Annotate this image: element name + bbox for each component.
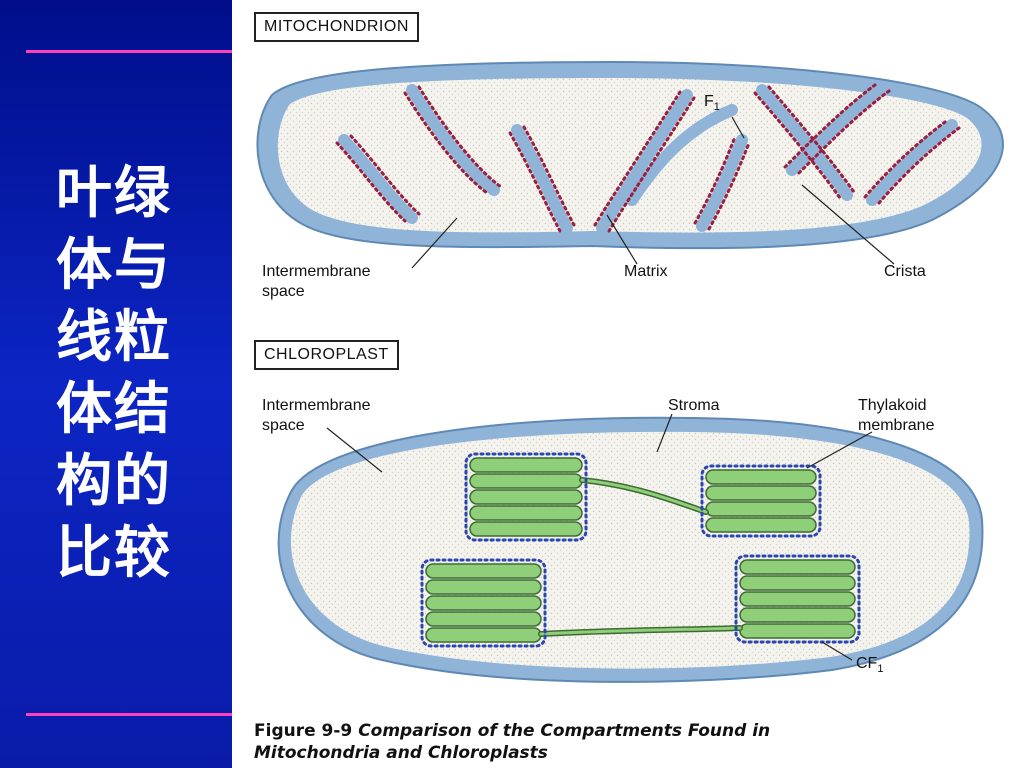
crista-9: [866, 119, 958, 206]
figure-number: Figure 9-9: [254, 721, 353, 741]
f1-label-subscript: 1: [713, 101, 720, 114]
slide-title: 叶绿体与线粒体结构的比较: [56, 161, 172, 586]
mitochondrion-diagram: [256, 60, 1004, 269]
chloroplast-diagram: [277, 413, 984, 683]
stroma-lamellae-fill: [539, 478, 742, 636]
cf1-label: CF1: [856, 654, 883, 679]
figure-area: MITOCHONDRION F1 Intermembrane space Mat…: [232, 0, 1024, 768]
cf1-particles: [420, 452, 861, 648]
matrix-label: Matrix: [624, 263, 668, 280]
crista-7: [756, 84, 853, 201]
figure-caption: Figure 9-9 Comparison of the Compartment…: [254, 720, 1014, 764]
crista-2: [406, 84, 500, 196]
stroma-label: Stroma: [668, 397, 720, 414]
f1-label-text: F: [704, 93, 714, 110]
side-panel: [0, 0, 232, 768]
granum-bottom-right: [739, 559, 856, 639]
mito-cristae: [338, 82, 958, 234]
granum-top-right: [705, 469, 817, 533]
bottom-accent-rule: [26, 713, 232, 716]
crista-1: [338, 134, 418, 224]
chloro-intermembrane-label: Intermembrane space: [262, 397, 371, 434]
caption-line-2: Mitochondria and Chloroplasts: [254, 743, 548, 763]
f1-label: F1: [704, 92, 720, 117]
crista-label: Crista: [884, 263, 926, 280]
crista-5: [626, 104, 738, 206]
caption-line-1: Comparison of the Compartments Found in: [358, 721, 771, 741]
mito-matrix: [277, 78, 982, 233]
crista-4: [596, 89, 693, 234]
mito-f1-particles: [335, 83, 961, 233]
thylakoid-membrane-label: Thylakoid membrane: [858, 397, 935, 434]
granum-bottom-left: [425, 563, 542, 643]
crista-8: [786, 82, 888, 176]
cf1-label-text: CF: [856, 655, 878, 672]
granum-top-left: [469, 457, 583, 537]
mito-leader-lines: [411, 116, 895, 269]
cf1-label-subscript: 1: [877, 663, 884, 676]
crista-6: [696, 134, 748, 232]
mito-intermembrane-label: Intermembrane space: [262, 263, 371, 300]
mitochondrion-box-label: MITOCHONDRION: [254, 12, 419, 42]
crista-3: [511, 124, 573, 234]
top-accent-rule: [26, 50, 232, 53]
chloroplast-box-label: CHLOROPLAST: [254, 340, 399, 370]
chloro-leader-lines: [326, 413, 873, 661]
comparison-figure: [256, 60, 1004, 683]
